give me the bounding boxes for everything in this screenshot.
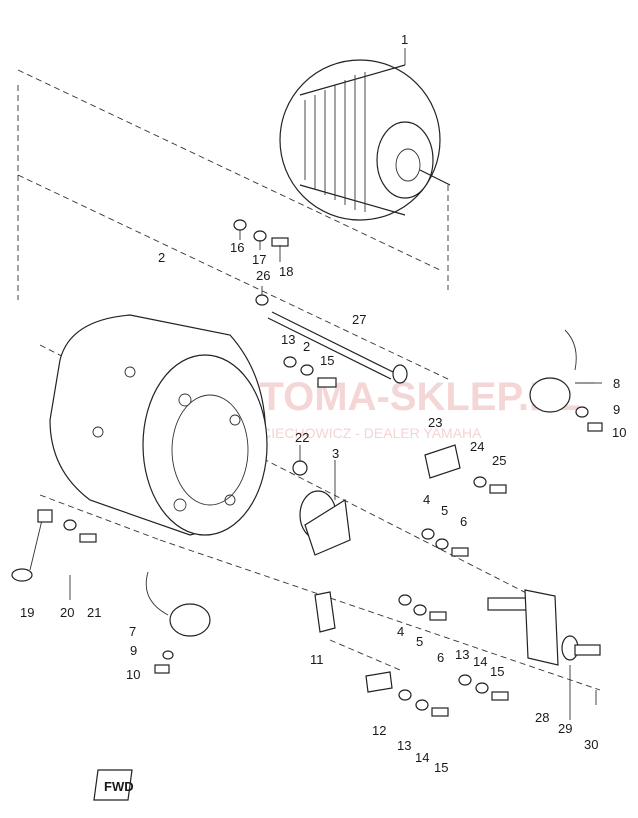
callout-13b: 13 [455, 647, 469, 662]
shaft-part [487, 589, 601, 666]
callout-25: 25 [492, 453, 506, 468]
callout-18: 18 [279, 264, 293, 279]
callout-29: 29 [558, 721, 572, 736]
fwd-badge: FWD [93, 769, 134, 801]
rotor-part [279, 59, 451, 221]
lead-wire-part [11, 509, 97, 582]
callout-5b: 5 [416, 634, 423, 649]
leader-lines [69, 48, 602, 720]
callout-12: 12 [372, 723, 386, 738]
stator-housing-part [49, 314, 268, 536]
callout-13c: 13 [397, 738, 411, 753]
callout-17: 17 [252, 252, 266, 267]
lower-brackets-part [314, 591, 509, 717]
callout-24: 24 [470, 439, 484, 454]
callout-14a: 14 [473, 654, 487, 669]
callout-27: 27 [352, 312, 366, 327]
pickup-assembly-part [292, 460, 469, 557]
callout-8: 8 [613, 376, 620, 391]
sensor-part [529, 329, 603, 432]
callout-30: 30 [584, 737, 598, 752]
callout-9b: 9 [130, 643, 137, 658]
callout-16: 16 [230, 240, 244, 255]
callout-14b: 14 [415, 750, 429, 765]
callout-2b: 2 [303, 339, 310, 354]
callout-22: 22 [295, 430, 309, 445]
callout-15a: 15 [320, 353, 334, 368]
callout-4b: 4 [397, 624, 404, 639]
watermark-sub-text: WOJCIECHOWICZ - DEALER YAMAHA [230, 425, 482, 441]
callout-20: 20 [60, 605, 74, 620]
fwd-label: FWD [104, 779, 134, 794]
callout-15c: 15 [434, 760, 448, 775]
callout-23: 23 [428, 415, 442, 430]
callout-1: 1 [401, 32, 408, 47]
callout-11: 11 [310, 652, 324, 667]
callout-28: 28 [535, 710, 549, 725]
callout-9a: 9 [613, 402, 620, 417]
callout-2: 2 [158, 250, 165, 265]
left-sensor-part [145, 571, 211, 674]
callout-6b: 6 [437, 650, 444, 665]
callout-26: 26 [256, 268, 270, 283]
long-bolt-part [267, 311, 408, 384]
callout-5a: 5 [441, 503, 448, 518]
bracket-part [424, 444, 507, 494]
callout-13a: 13 [281, 332, 295, 347]
callout-19: 19 [20, 605, 34, 620]
callouts: 1 2 3 4 5 6 4 5 6 7 8 9 10 9 10 11 12 13… [20, 32, 626, 775]
callout-15b: 15 [490, 664, 504, 679]
callout-3: 3 [332, 446, 339, 461]
callout-4a: 4 [423, 492, 430, 507]
callout-10a: 10 [612, 425, 626, 440]
callout-7: 7 [129, 624, 136, 639]
callout-10b: 10 [126, 667, 140, 682]
callout-6a: 6 [460, 514, 467, 529]
callout-21: 21 [87, 605, 101, 620]
